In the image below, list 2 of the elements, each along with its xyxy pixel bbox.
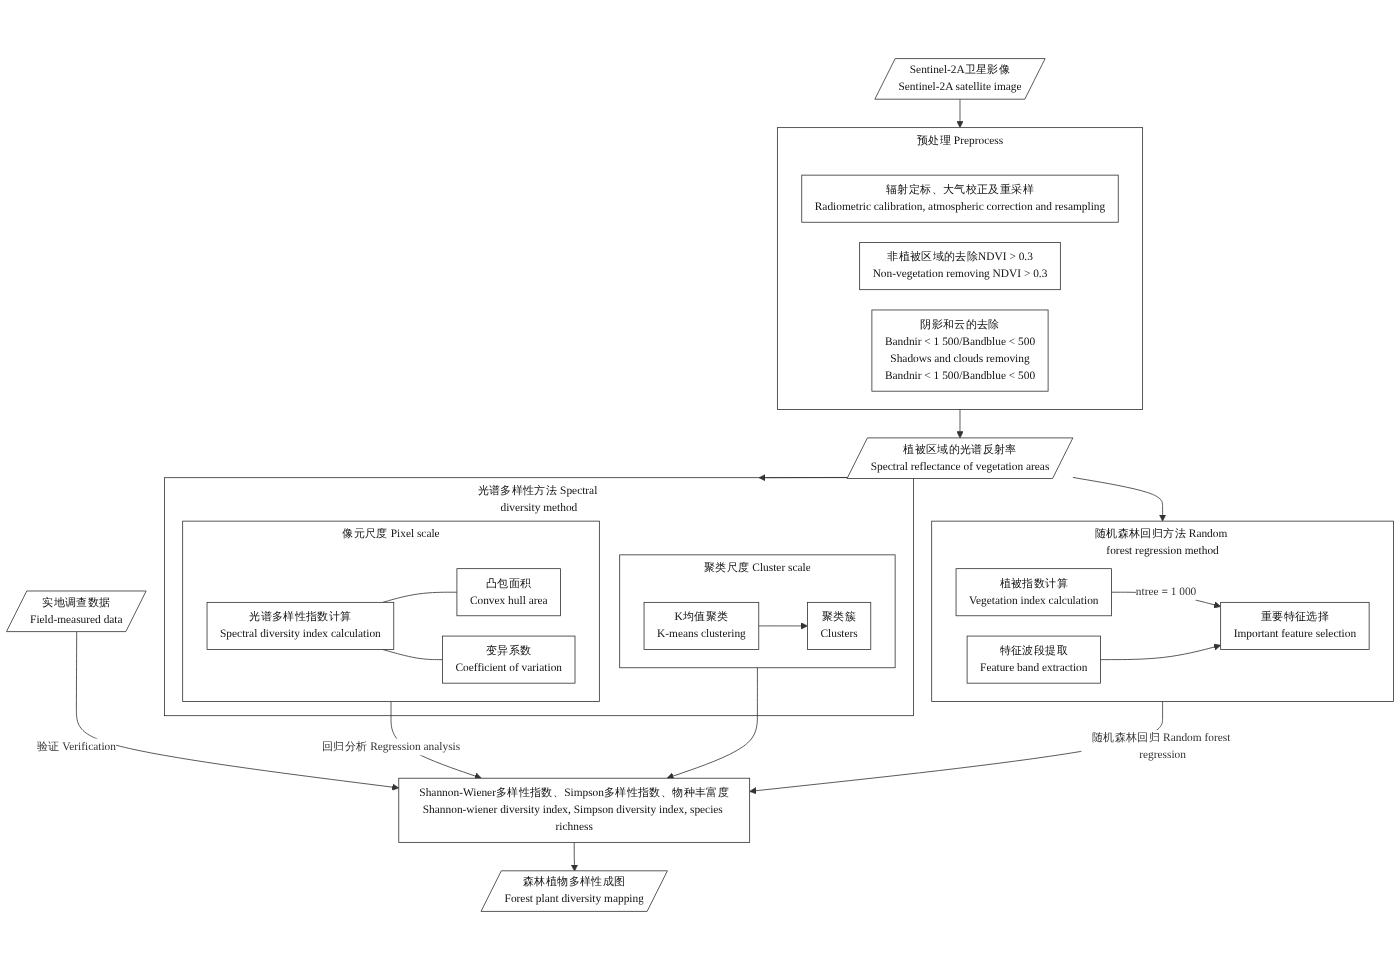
connector bbox=[382, 591, 458, 603]
connector bbox=[382, 649, 443, 661]
